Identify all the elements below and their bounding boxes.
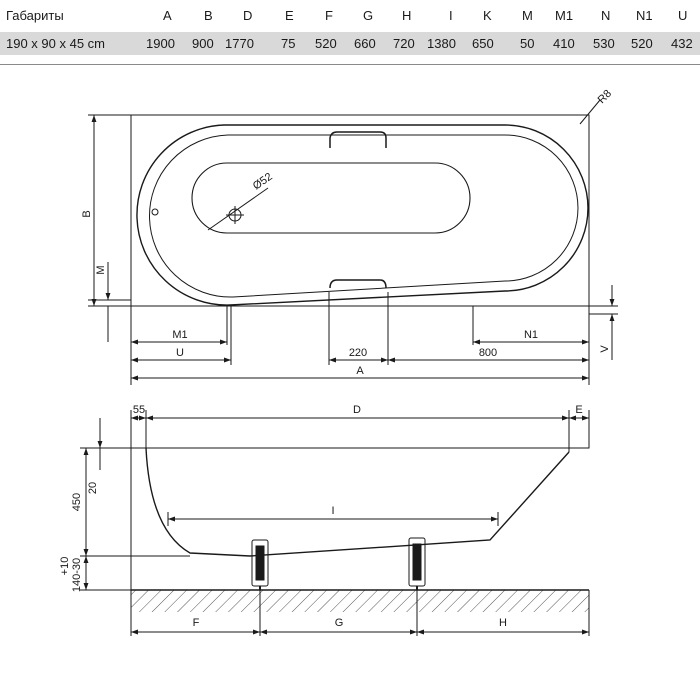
col-header: M1 bbox=[555, 8, 574, 23]
tub-rim-inner bbox=[149, 134, 579, 298]
row-label: 190 x 90 x 45 cm bbox=[6, 36, 105, 51]
table-cell: 530 bbox=[593, 36, 615, 51]
col-header: N bbox=[601, 8, 611, 23]
table-cell: 520 bbox=[631, 36, 653, 51]
label-M: M bbox=[95, 265, 107, 274]
label-220: 220 bbox=[349, 347, 367, 359]
label-plus10: +10 bbox=[59, 557, 71, 576]
col-header: N1 bbox=[636, 8, 653, 23]
table-cell: 1380 bbox=[427, 36, 456, 51]
col-header: F bbox=[325, 8, 333, 23]
label-B: B bbox=[81, 210, 93, 217]
table-divider bbox=[0, 64, 700, 65]
col-header: G bbox=[363, 8, 374, 23]
col-header: M bbox=[522, 8, 533, 23]
label-M1: M1 bbox=[172, 329, 187, 341]
label-G: G bbox=[335, 617, 344, 629]
support-leg bbox=[408, 537, 426, 590]
table-cell: 1770 bbox=[225, 36, 254, 51]
col-header: H bbox=[402, 8, 412, 23]
side-view bbox=[80, 410, 590, 636]
floor bbox=[131, 590, 589, 612]
grip-handle bbox=[329, 131, 387, 148]
table-cell: 720 bbox=[393, 36, 415, 51]
label-20: 20 bbox=[87, 482, 99, 494]
label-F: F bbox=[193, 617, 200, 629]
table-cell: 1900 bbox=[146, 36, 175, 51]
tub-basin bbox=[191, 162, 471, 234]
header-label: Габариты bbox=[6, 8, 64, 23]
label-I: I bbox=[331, 505, 334, 517]
table-cell: 50 bbox=[520, 36, 535, 51]
tub-body bbox=[145, 447, 570, 557]
spec-table: Габариты A B D E F G H I K M M1 N N1 U 1… bbox=[0, 0, 700, 65]
label-V: V bbox=[599, 345, 611, 353]
overflow bbox=[151, 208, 159, 216]
label-N1: N1 bbox=[524, 329, 538, 341]
drain-leader bbox=[207, 187, 269, 231]
col-header: A bbox=[163, 8, 172, 23]
label-55: 55 bbox=[133, 404, 145, 416]
tub-rim-side bbox=[130, 417, 590, 449]
col-header: K bbox=[483, 8, 492, 23]
radius-leader bbox=[579, 99, 601, 125]
table-row: 190 x 90 x 45 cm 1900 900 1770 75 520 66… bbox=[0, 32, 700, 55]
bathtub-drawing: B M V M1 U 220 800 N1 A Ø52 R8 bbox=[59, 88, 618, 636]
col-header: U bbox=[678, 8, 688, 23]
label-D: D bbox=[353, 404, 361, 416]
label-A: A bbox=[356, 365, 364, 377]
support-leg bbox=[251, 539, 269, 590]
label-height-range: 140-30 bbox=[71, 558, 83, 592]
label-drain: Ø52 bbox=[251, 171, 275, 193]
table-cell: 650 bbox=[472, 36, 494, 51]
tub-rim bbox=[136, 124, 589, 306]
table-cell: 900 bbox=[192, 36, 214, 51]
col-header: E bbox=[285, 8, 294, 23]
table-cell: 410 bbox=[553, 36, 575, 51]
top-view bbox=[88, 99, 618, 385]
label-radius: R8 bbox=[596, 88, 614, 106]
tub-outline bbox=[130, 114, 590, 307]
col-header: B bbox=[204, 8, 213, 23]
label-800: 800 bbox=[479, 347, 497, 359]
table-cell: 432 bbox=[671, 36, 693, 51]
table-header-row: Габариты A B D E F G H I K M M1 N N1 U bbox=[0, 4, 700, 26]
table-cell: 520 bbox=[315, 36, 337, 51]
label-E: E bbox=[575, 404, 582, 416]
grip-handle bbox=[329, 279, 387, 289]
col-header: D bbox=[243, 8, 253, 23]
table-cell: 660 bbox=[354, 36, 376, 51]
label-H: H bbox=[499, 617, 507, 629]
table-cell: 75 bbox=[281, 36, 296, 51]
label-U: U bbox=[176, 347, 184, 359]
col-header: I bbox=[449, 8, 453, 23]
label-450: 450 bbox=[71, 493, 83, 511]
